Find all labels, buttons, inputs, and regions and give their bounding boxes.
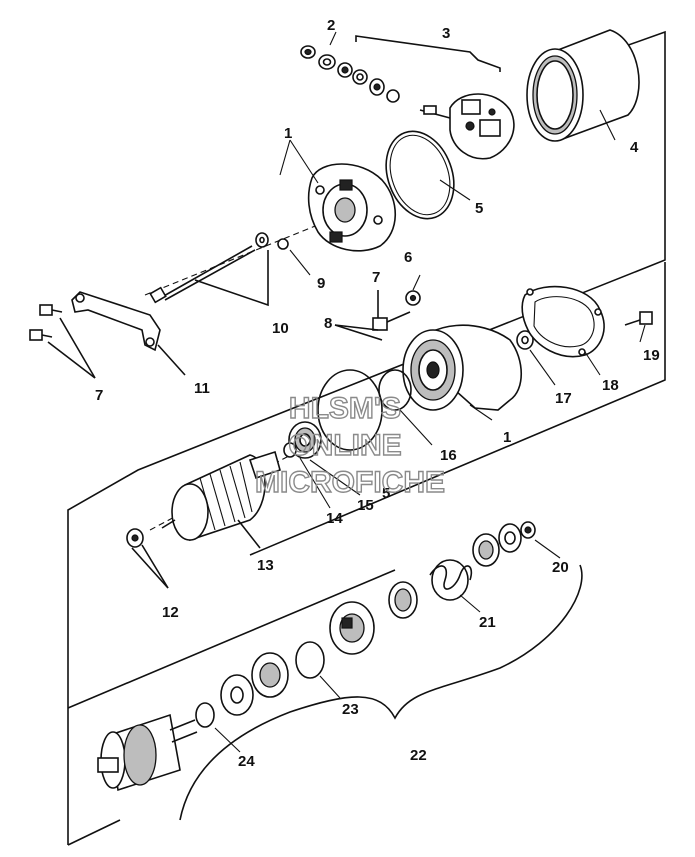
clutch-gear [329, 601, 375, 655]
terminal-hardware-parts-6-7-8 [334, 290, 421, 341]
callout-6: 6 [404, 249, 412, 266]
callout-22: 22 [410, 747, 427, 764]
bolt-part-19 [624, 311, 653, 326]
washer-plate [220, 674, 254, 716]
collar-part-20-c [472, 533, 500, 567]
rear-cover-part-1 [307, 163, 397, 252]
leader-lines [214, 31, 646, 753]
part-12-leader [131, 544, 169, 589]
o-ring-part-16 [378, 369, 412, 411]
callout-17: 17 [555, 390, 572, 407]
o-ring-part-23 [295, 641, 325, 679]
washer-stack-part-2 [300, 45, 400, 103]
callout-1-top: 1 [284, 125, 292, 142]
callout-8: 8 [324, 315, 332, 332]
callout-4: 4 [630, 139, 639, 156]
o-ring-part-9 [277, 238, 289, 250]
washer-part-17 [516, 330, 534, 350]
spring-part-21 [429, 559, 473, 601]
callout-21: 21 [479, 614, 496, 631]
snap-ring-part-24 [195, 702, 215, 728]
callout-12: 12 [162, 604, 179, 621]
callout-2: 2 [327, 17, 335, 34]
callout-5-top: 5 [475, 200, 483, 217]
callout-3: 3 [442, 25, 450, 42]
callout-23: 23 [342, 701, 359, 718]
clutch-plate [251, 652, 289, 698]
pinion-shaft-assembly [97, 713, 198, 792]
gasket-part-18 [521, 285, 605, 358]
callout-labels: 1 2 3 4 5 6 7 8 9 10 11 7 12 13 14 15 5 … [95, 17, 660, 770]
callout-1-middle: 1 [503, 429, 511, 446]
callout-10: 10 [272, 320, 289, 337]
callout-7-right: 7 [372, 269, 380, 286]
sleeve-part-21-b [388, 581, 418, 619]
callout-19: 19 [643, 347, 660, 364]
callout-20: 20 [552, 559, 569, 576]
callout-24: 24 [238, 753, 255, 770]
bolts-part-7-left [29, 304, 96, 379]
washer-part-20 [520, 521, 536, 539]
watermark-line-3: MICROFICHE [255, 466, 445, 499]
armature-part-13 [126, 450, 281, 549]
callout-5-middle: 5 [382, 485, 390, 502]
callout-11: 11 [194, 380, 210, 397]
washer-part-14 [283, 442, 297, 458]
callout-16: 16 [440, 447, 457, 464]
watermark-line-1: HLSM'S [289, 392, 401, 425]
callout-14: 14 [326, 510, 343, 527]
callout-9: 9 [317, 275, 325, 292]
callout-7-left: 7 [95, 387, 103, 404]
callout-13: 13 [257, 557, 274, 574]
bearing-part-20-b [498, 523, 522, 553]
watermark: HLSM'S ONLINE MICROFICHE [254, 391, 445, 499]
o-ring-part-5-middle [317, 369, 383, 451]
yoke-housing-part-4 [526, 29, 640, 142]
front-housing-part-1 [402, 324, 522, 411]
bracket-part-11 [71, 291, 186, 376]
brace-part-22 [179, 564, 583, 821]
callout-15: 15 [357, 497, 374, 514]
o-ring-part-5-top [385, 130, 455, 220]
through-bolt-part-10 [149, 232, 269, 307]
callout-18: 18 [602, 377, 619, 394]
watermark-line-2: ONLINE [288, 429, 401, 462]
brush-holder-part-3 [355, 35, 515, 160]
bearing-part-15 [288, 421, 322, 459]
armature-windings [199, 461, 253, 531]
